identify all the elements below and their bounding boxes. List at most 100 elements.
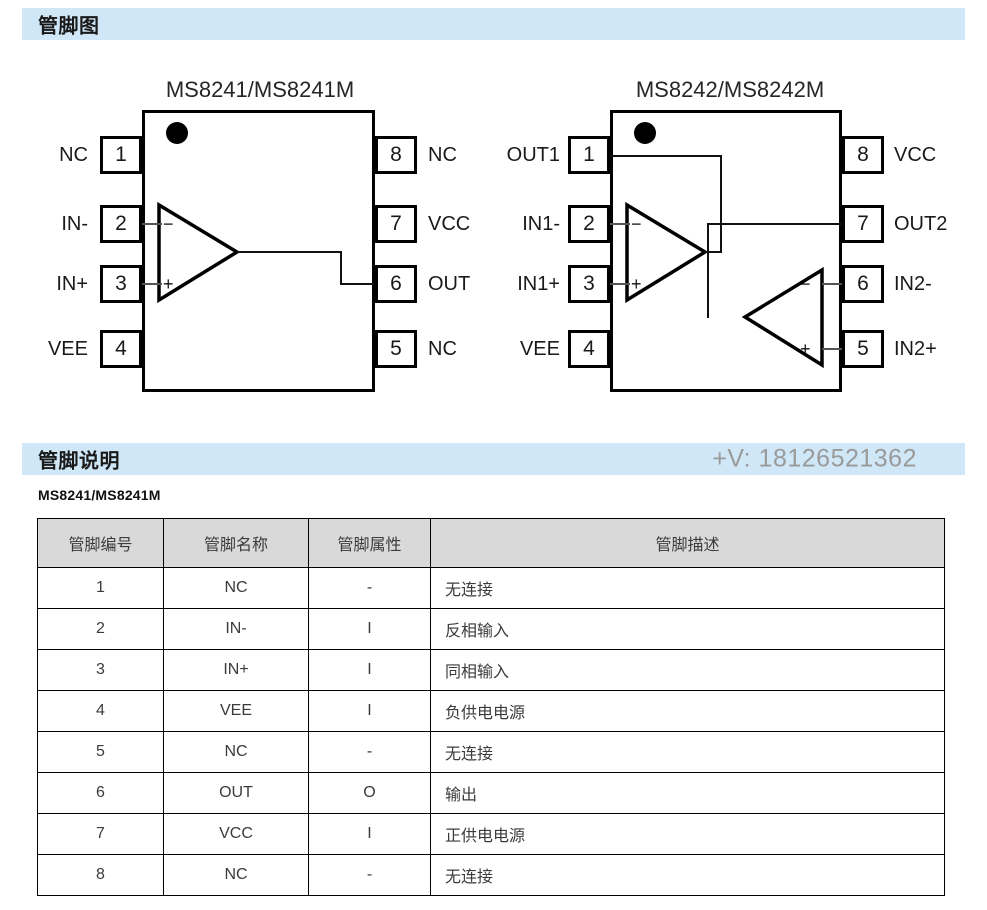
column-header-pin-name: 管脚名称 xyxy=(163,518,309,568)
ic2-pin-2-label: IN1- xyxy=(522,212,560,235)
ic2-pin-3-box[interactable]: 3 xyxy=(568,265,610,303)
ic2-pin-4-box[interactable]: 4 xyxy=(568,330,610,368)
cell-pin-description: 反相输入 xyxy=(430,608,945,650)
cell-pin-name: OUT xyxy=(163,772,309,814)
cell-pin-description: 输出 xyxy=(430,772,945,814)
cell-pin-description: 负供电电源 xyxy=(430,690,945,732)
ic2-opamp-a-noninverting-input-wire xyxy=(610,283,630,285)
ic1-pin-4-box[interactable]: 4 xyxy=(100,330,142,368)
cell-pin-number: 8 xyxy=(37,854,164,896)
ic2-pin-5-box[interactable]: 5 xyxy=(842,330,884,368)
cell-pin-attribute: I xyxy=(308,690,431,732)
ic1-title: MS8241/MS8241M xyxy=(165,77,355,102)
cell-pin-number: 5 xyxy=(37,731,164,773)
ic1-pin-3-box[interactable]: 3 xyxy=(100,265,142,303)
cell-pin-number: 1 xyxy=(37,567,164,609)
section-banner-pinout: 管脚图 xyxy=(22,8,965,40)
ic1-output-wire-top xyxy=(236,251,341,253)
ic1-pin-7-box[interactable]: 7 xyxy=(375,205,417,243)
ic2-pin-8-label: VCC xyxy=(894,143,937,166)
ic1-inverting-input-wire xyxy=(142,223,162,225)
cell-pin-attribute: I xyxy=(308,649,431,691)
cell-pin-attribute: - xyxy=(308,854,431,896)
section-title-pindesc: 管脚说明 xyxy=(38,450,120,473)
ic1-pin-6-box[interactable]: 6 xyxy=(375,265,417,303)
ic2-title: MS8242/MS8242M xyxy=(635,77,825,102)
cell-pin-attribute: O xyxy=(308,772,431,814)
ic1-pin-8-label: NC xyxy=(428,143,457,166)
ic1-pin-5-label: NC xyxy=(428,337,457,360)
cell-pin-number: 7 xyxy=(37,813,164,855)
ic1-output-wire-to-pin6 xyxy=(340,283,380,285)
ic1-pin-2-box[interactable]: 2 xyxy=(100,205,142,243)
ic2-opamp-a-plus-sign: + xyxy=(631,274,642,294)
table-subtitle: MS8241/MS8241M xyxy=(38,487,161,503)
ic2-opamp-a-inverting-input-wire xyxy=(610,223,630,225)
ic1-pin-8-box[interactable]: 8 xyxy=(375,136,417,174)
contact-watermark: +V: 18126521362 xyxy=(712,444,917,473)
ic2-pin-1-label: OUT1 xyxy=(506,143,560,166)
column-header-pin-number: 管脚编号 xyxy=(37,518,164,568)
ic2-opamp-b-minus-sign: − xyxy=(800,274,811,294)
ic2-opamp-b-noninverting-input-wire xyxy=(822,348,844,350)
ic2-pin-5-label: IN2+ xyxy=(894,337,937,360)
cell-pin-name: NC xyxy=(163,854,309,896)
ic1-pin-1-label: NC xyxy=(59,143,88,166)
cell-pin-name: NC xyxy=(163,731,309,773)
ic2-pin1-marker-dot xyxy=(634,122,656,144)
ic2-pin-6-box[interactable]: 6 xyxy=(842,265,884,303)
ic1-pin-5-box[interactable]: 5 xyxy=(375,330,417,368)
ic2-pin-7-label: OUT2 xyxy=(894,212,948,235)
ic2-opamp-b-output-riser xyxy=(707,223,709,318)
section-banner-pindesc: 管脚说明 +V: 18126521362 xyxy=(22,443,965,475)
ic2-opamp-a-output-wire xyxy=(704,251,722,253)
cell-pin-number: 4 xyxy=(37,690,164,732)
ic1-pin-6-label: OUT xyxy=(428,272,471,295)
ic1-output-wire-drop xyxy=(340,251,342,284)
pinout-diagram-area: MS8241/MS8241M 1 2 3 4 NC IN- IN+ VEE 8 … xyxy=(0,60,987,420)
ic2-pin-8-box[interactable]: 8 xyxy=(842,136,884,174)
cell-pin-attribute: I xyxy=(308,813,431,855)
ic2-opamp-a-symbol xyxy=(625,201,709,304)
cell-pin-name: VEE xyxy=(163,690,309,732)
cell-pin-number: 3 xyxy=(37,649,164,691)
ic1-minus-sign: − xyxy=(163,214,174,234)
ic1-opamp-symbol xyxy=(157,201,241,304)
ic2-pin-3-label: IN1+ xyxy=(517,272,560,295)
ic1-plus-sign: + xyxy=(163,274,174,294)
ic1-pin-1-box[interactable]: 1 xyxy=(100,136,142,174)
ic1-pin-3-label: IN+ xyxy=(56,272,88,295)
ic2-pin-1-box[interactable]: 1 xyxy=(568,136,610,174)
ic2-opamp-a-output-to-pin1 xyxy=(610,155,722,157)
section-title-pinout: 管脚图 xyxy=(38,15,100,38)
cell-pin-description: 无连接 xyxy=(430,854,945,896)
ic1-pin1-marker-dot xyxy=(166,122,188,144)
cell-pin-description: 无连接 xyxy=(430,731,945,773)
cell-pin-number: 6 xyxy=(37,772,164,814)
cell-pin-name: NC xyxy=(163,567,309,609)
ic1-pin-7-label: VCC xyxy=(428,212,471,235)
cell-pin-attribute: - xyxy=(308,567,431,609)
table-header-row: 管脚编号 管脚名称 管脚属性 管脚描述 xyxy=(37,518,945,568)
cell-pin-attribute: - xyxy=(308,731,431,773)
cell-pin-name: IN+ xyxy=(163,649,309,691)
ic1-noninverting-input-wire xyxy=(142,283,162,285)
cell-pin-name: IN- xyxy=(163,608,309,650)
ic2-opamp-b-output-to-pin7 xyxy=(708,223,842,225)
ic2-pin-2-box[interactable]: 2 xyxy=(568,205,610,243)
ic1-pin-4-label: VEE xyxy=(47,337,88,360)
ic2-opamp-a-minus-sign: − xyxy=(631,214,642,234)
ic2-pin-7-box[interactable]: 7 xyxy=(842,205,884,243)
column-header-pin-description: 管脚描述 xyxy=(430,518,945,568)
ic1-pin-2-label: IN- xyxy=(61,212,88,235)
cell-pin-number: 2 xyxy=(37,608,164,650)
cell-pin-name: VCC xyxy=(163,813,309,855)
column-header-pin-attribute: 管脚属性 xyxy=(308,518,431,568)
